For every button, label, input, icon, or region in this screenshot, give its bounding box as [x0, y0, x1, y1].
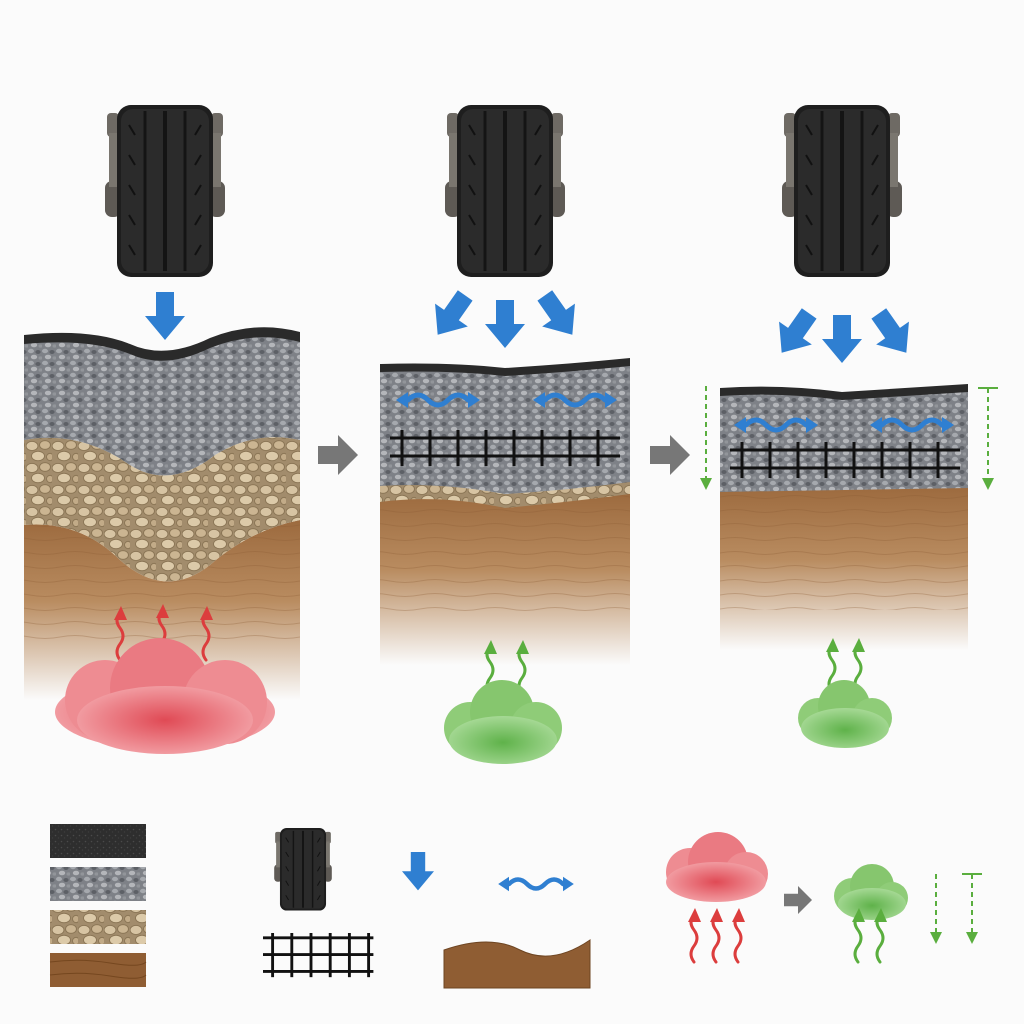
load-arrow-left-icon: [421, 283, 482, 347]
load-arrow-icon: [145, 292, 185, 340]
load-arrow-right-icon: [862, 301, 923, 365]
base-aggregate-layer: [720, 390, 968, 492]
legend-high-emission-arrows: [686, 906, 747, 964]
load-arrow-left-icon: [765, 301, 826, 365]
base-aggregate-swatch: [50, 867, 146, 901]
low-emission-cloud-icon: [444, 680, 562, 764]
asphalt-layer: [380, 358, 630, 376]
load-arrow-icon: [822, 315, 862, 363]
load-arrow-icon: [485, 300, 525, 348]
legend-high-emission-icon: [666, 832, 768, 902]
panel-unreinforced: [24, 103, 300, 754]
legend-load-arrow-icon: [402, 852, 434, 891]
wheel-icon: [780, 103, 904, 279]
legend-deformation-icon: [443, 939, 591, 989]
load-arrow-right-icon: [528, 283, 589, 347]
asphalt-swatch: [50, 824, 146, 858]
legend-wheel-icon: [273, 827, 333, 912]
asphalt-layer: [24, 327, 300, 361]
legend-lateral-restraint-icon: [498, 877, 574, 891]
thickness-marker-icon: [700, 386, 998, 490]
legend: [49, 824, 982, 989]
base-aggregate-layer: [24, 335, 300, 476]
legend-thickness-markers-icon: [930, 873, 982, 944]
subbase-aggregate-swatch: [50, 910, 146, 944]
sequence-arrow-2-icon: [650, 435, 690, 475]
asphalt-layer: [720, 384, 968, 400]
legend-reduction-arrow-icon: [784, 886, 812, 914]
high-emission-cloud-icon: [55, 638, 275, 754]
subbase-aggregate-layer: [24, 437, 300, 582]
panel-geogrid-reinforced: [380, 103, 630, 764]
wheel-icon: [443, 103, 567, 279]
subgrade-swatch: [50, 953, 146, 987]
sequence-arrow-1-icon: [318, 435, 358, 475]
legend-low-emission-icon: [834, 864, 908, 920]
low-emission-cloud-icon: [798, 680, 892, 748]
wheel-icon: [103, 103, 227, 279]
base-aggregate-layer: [380, 364, 630, 494]
panel-geogrid-reduced-thickness: [700, 103, 998, 748]
legend-geogrid-icon: [263, 933, 374, 978]
